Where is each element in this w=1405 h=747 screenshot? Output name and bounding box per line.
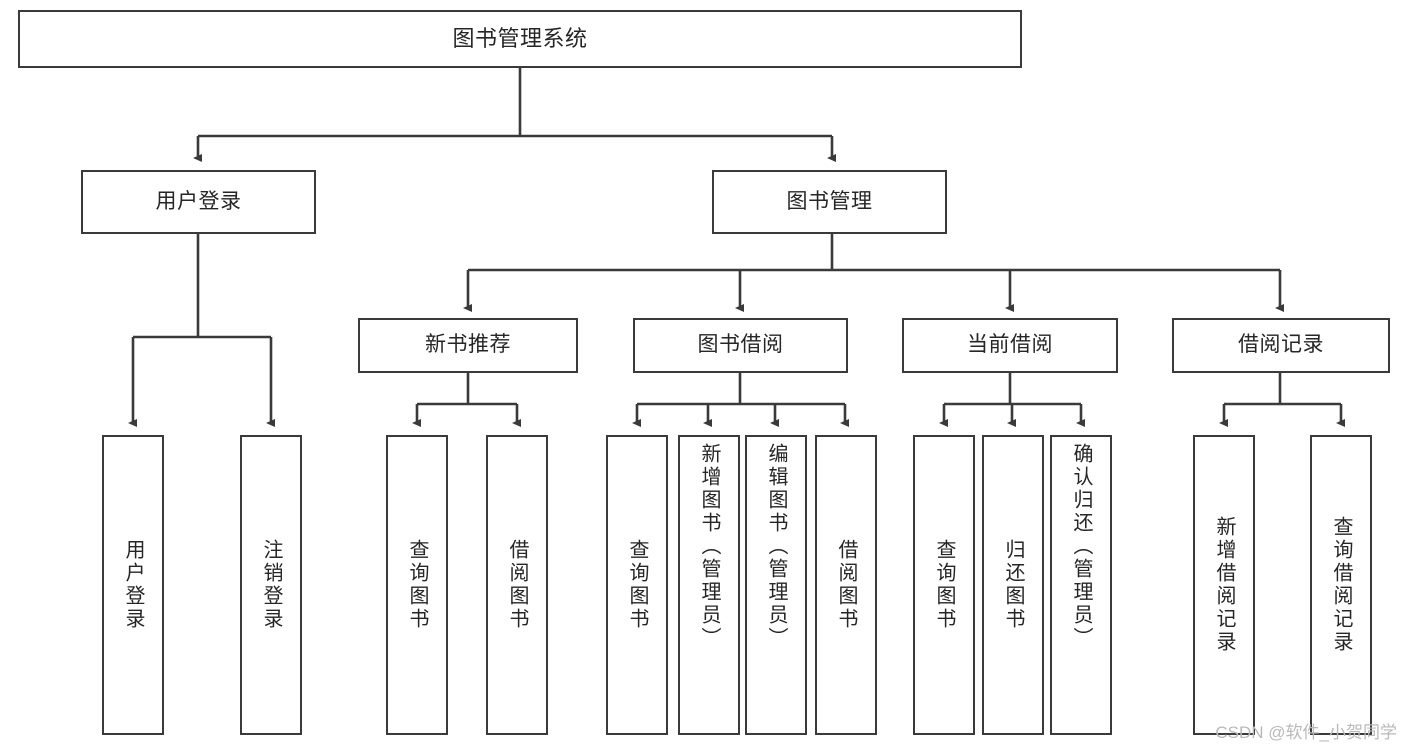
node-user-login[interactable]: 用户登录 [81, 170, 316, 234]
leaf-edit-book-admin[interactable]: 编辑图书（管理员） [745, 435, 807, 735]
leaf-borrow-book[interactable]: 借阅图书 [815, 435, 877, 735]
node-label: 用户登录 [155, 189, 242, 213]
node-label: 确认归还（管理员） [1070, 443, 1092, 650]
node-new-book-recommend[interactable]: 新书推荐 [358, 318, 578, 373]
node-root-book-management-system[interactable]: 图书管理系统 [18, 10, 1022, 68]
leaf-add-book-admin[interactable]: 新增图书（管理员） [678, 435, 740, 735]
leaf-query-book-current[interactable]: 查询图书 [913, 435, 975, 735]
leaf-user-login[interactable]: 用户登录 [102, 435, 164, 735]
node-label: 查询借阅记录 [1330, 516, 1352, 654]
leaf-query-book-recommend[interactable]: 查询图书 [386, 435, 448, 735]
leaf-add-borrow-record[interactable]: 新增借阅记录 [1193, 435, 1255, 735]
node-label: 新增借阅记录 [1213, 516, 1235, 654]
node-label: 图书借阅 [697, 333, 784, 357]
node-label: 编辑图书（管理员） [765, 443, 787, 650]
node-label: 图书管理 [786, 189, 873, 213]
leaf-confirm-return-admin[interactable]: 确认归还（管理员） [1050, 435, 1112, 735]
node-label: 用户登录 [122, 539, 144, 631]
node-borrow-record[interactable]: 借阅记录 [1172, 318, 1390, 373]
node-label: 新增图书（管理员） [698, 443, 720, 650]
node-label: 注销登录 [260, 539, 282, 631]
node-current-borrow[interactable]: 当前借阅 [902, 318, 1118, 373]
node-label: 查询图书 [626, 539, 648, 631]
node-label: 借阅图书 [506, 539, 528, 631]
node-label: 新书推荐 [425, 333, 511, 357]
watermark: CSDN @软件_小贺同学 [1215, 723, 1397, 742]
node-label: 归还图书 [1002, 539, 1024, 631]
leaf-borrow-book-recommend[interactable]: 借阅图书 [486, 435, 548, 735]
leaf-logout[interactable]: 注销登录 [240, 435, 302, 735]
node-label: 借阅记录 [1238, 333, 1324, 357]
node-label: 当前借阅 [967, 333, 1053, 357]
node-label: 查询图书 [406, 539, 428, 631]
node-book-management[interactable]: 图书管理 [712, 170, 947, 234]
node-label: 图书管理系统 [452, 26, 588, 52]
leaf-query-book-borrow[interactable]: 查询图书 [606, 435, 668, 735]
node-book-borrow[interactable]: 图书借阅 [633, 318, 848, 373]
leaf-return-book[interactable]: 归还图书 [982, 435, 1044, 735]
leaf-query-borrow-record[interactable]: 查询借阅记录 [1310, 435, 1372, 735]
node-label: 借阅图书 [835, 539, 857, 631]
node-label: 查询图书 [933, 539, 955, 631]
